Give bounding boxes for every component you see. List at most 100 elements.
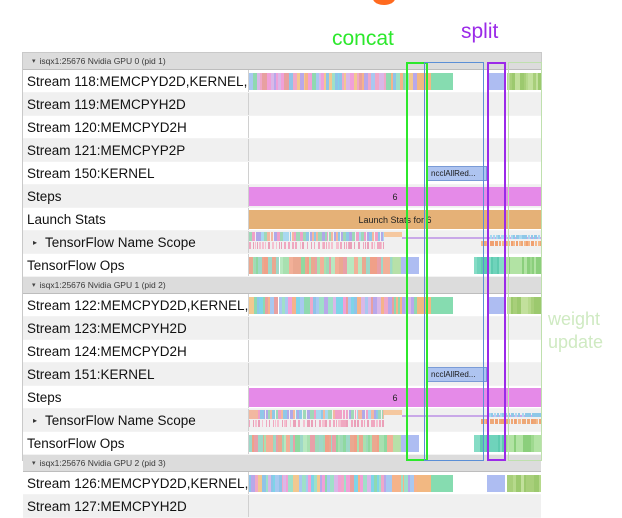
chevron-down-icon[interactable]: ▾	[32, 282, 36, 289]
timeline-row[interactable]: TensorFlow Ops	[23, 432, 541, 455]
timeline-row-label[interactable]: Steps	[23, 386, 249, 408]
timeline-row-label-text: Stream 150:KERNEL	[27, 166, 155, 181]
nccl-allreduce-bar[interactable]: ncclAllRed...	[427, 166, 487, 181]
kernel-concat-block	[431, 297, 453, 314]
timeline-row[interactable]: Stream 151:KERNEL ncclAllRed...	[23, 363, 541, 386]
timeline-event-block	[508, 235, 510, 239]
timeline-row-label[interactable]: Stream 126:MEMCPYD2D,KERNEL,MI	[23, 472, 249, 494]
timeline-event-block	[522, 235, 524, 239]
timeline-row-track[interactable]	[249, 340, 541, 362]
timeline-row-label[interactable]: Stream 122:MEMCPYD2D,KERNEL,MI	[23, 294, 249, 316]
timeline-row-track[interactable]	[249, 317, 541, 339]
timeline-row[interactable]: Stream 124:MEMCPYD2H	[23, 340, 541, 363]
timeline-row-label[interactable]: Stream 118:MEMCPYD2D,KERNEL,ME	[23, 70, 249, 92]
timeline-row[interactable]: Stream 119:MEMCPYH2D	[23, 93, 541, 116]
timeline-event-block	[272, 410, 275, 419]
timeline-event-block	[494, 413, 496, 417]
timeline-row-track[interactable]	[249, 70, 541, 92]
chevron-down-icon[interactable]: ▾	[32, 58, 36, 65]
timeline-row-label[interactable]: TensorFlow Ops	[23, 254, 249, 276]
timeline-event-block	[373, 420, 374, 427]
timeline-event-block	[277, 420, 279, 427]
timeline-event-block	[253, 420, 254, 427]
timeline-event-block	[315, 420, 316, 427]
timeline-row-label-text: Stream 151:KERNEL	[27, 367, 155, 382]
timeline-event-block	[504, 235, 506, 239]
timeline-row[interactable]: ▸TensorFlow Name Scope	[23, 409, 541, 432]
timeline-event-block	[346, 420, 348, 427]
timeline-row-track[interactable]	[249, 294, 541, 316]
timeline-row-track[interactable]	[249, 432, 541, 454]
chevron-right-icon[interactable]: ▸	[33, 238, 37, 247]
process-group-header[interactable]: ▾isqx1:25676 Nvidia GPU 0 (pid 1)	[23, 53, 541, 70]
timeline-row[interactable]: ▸TensorFlow Name Scope	[23, 231, 541, 254]
timeline-row-label[interactable]: Stream 150:KERNEL	[23, 162, 249, 184]
kernel-split-block	[487, 73, 505, 90]
annotation-concat: concat	[332, 27, 394, 51]
timeline-row-track[interactable]: ncclAllRed...	[249, 162, 541, 184]
timeline-row-track[interactable]: Launch Stats for 6	[249, 208, 541, 230]
timeline-row-label[interactable]: ▸TensorFlow Name Scope	[23, 231, 249, 253]
timeline-event-block	[333, 420, 335, 427]
timeline-event-block	[511, 419, 513, 424]
timeline-row-track[interactable]	[249, 495, 541, 517]
timeline-row[interactable]: Stream 123:MEMCPYH2D	[23, 317, 541, 340]
timeline-row-label[interactable]: ▸TensorFlow Name Scope	[23, 409, 249, 431]
kernel-memcpy-block	[417, 73, 431, 90]
steps-bar: 6	[249, 187, 541, 206]
timeline-row-label-text: Stream 126:MEMCPYD2D,KERNEL,MI	[27, 476, 249, 491]
timeline-row[interactable]: TensorFlow Ops	[23, 254, 541, 277]
chevron-right-icon[interactable]: ▸	[33, 416, 37, 425]
timeline-row-track[interactable]: ncclAllRed...	[249, 363, 541, 385]
trace-timeline-panel[interactable]: ▾isqx1:25676 Nvidia GPU 0 (pid 1)Stream …	[22, 52, 542, 461]
timeline-event-block	[535, 241, 538, 246]
timeline-event-block	[358, 242, 360, 249]
timeline-row-track[interactable]	[249, 139, 541, 161]
timeline-row-track[interactable]	[249, 409, 541, 431]
timeline-row-label-text: Stream 120:MEMCPYD2H	[27, 120, 187, 135]
timeline-row-track[interactable]: 6	[249, 185, 541, 207]
ops-split-block	[401, 257, 419, 274]
timeline-row[interactable]: Stream 126:MEMCPYD2D,KERNEL,MI	[23, 472, 541, 495]
timeline-row[interactable]: Stream 121:MEMCPYP2P	[23, 139, 541, 162]
timeline-row-track[interactable]	[249, 231, 541, 253]
ops-split-block	[401, 435, 419, 452]
timeline-row-track[interactable]	[249, 254, 541, 276]
timeline-row[interactable]: Stream 150:KERNEL ncclAllRed...	[23, 162, 541, 185]
timeline-row-label[interactable]: Stream 120:MEMCPYD2H	[23, 116, 249, 138]
timeline-event-block	[528, 241, 530, 246]
timeline-row-track[interactable]	[249, 93, 541, 115]
timeline-event-block	[493, 235, 495, 239]
timeline-row-label[interactable]: Stream 121:MEMCPYP2P	[23, 139, 249, 161]
timeline-row-label[interactable]: Stream 127:MEMCPYH2D	[23, 495, 249, 517]
timeline-event-block	[492, 419, 494, 424]
timeline-event-block	[307, 242, 308, 249]
timeline-row-track[interactable]	[249, 116, 541, 138]
timeline-row-label[interactable]: Stream 124:MEMCPYD2H	[23, 340, 249, 362]
timeline-row-track[interactable]: 6	[249, 386, 541, 408]
timeline-row[interactable]: Stream 118:MEMCPYD2D,KERNEL,ME	[23, 70, 541, 93]
timeline-event-block	[314, 242, 315, 249]
process-group-header[interactable]: ▾isqx1:25676 Nvidia GPU 2 (pid 3)	[23, 455, 541, 472]
nccl-allreduce-bar[interactable]: ncclAllRed...	[427, 367, 487, 382]
timeline-row-track[interactable]	[249, 472, 541, 494]
timeline-row[interactable]: Stream 120:MEMCPYD2H	[23, 116, 541, 139]
timeline-row-label[interactable]: TensorFlow Ops	[23, 432, 249, 454]
timeline-row[interactable]: Stream 127:MEMCPYH2D	[23, 495, 541, 518]
timeline-row-label[interactable]: Stream 123:MEMCPYH2D	[23, 317, 249, 339]
annotation-split: split	[461, 20, 498, 44]
kernel-concat-block	[431, 73, 453, 90]
timeline-row-label[interactable]: Launch Stats	[23, 208, 249, 230]
process-group-header[interactable]: ▾isqx1:25676 Nvidia GPU 1 (pid 2)	[23, 277, 541, 294]
timeline-row[interactable]: Stream 122:MEMCPYD2D,KERNEL,MI	[23, 294, 541, 317]
timeline-event-block	[538, 235, 540, 239]
timeline-event-block	[293, 420, 295, 427]
timeline-row-label[interactable]: Stream 151:KERNEL	[23, 363, 249, 385]
timeline-event-block	[351, 420, 353, 427]
timeline-row-label[interactable]: Stream 119:MEMCPYH2D	[23, 93, 249, 115]
timeline-row-label[interactable]: Steps	[23, 185, 249, 207]
